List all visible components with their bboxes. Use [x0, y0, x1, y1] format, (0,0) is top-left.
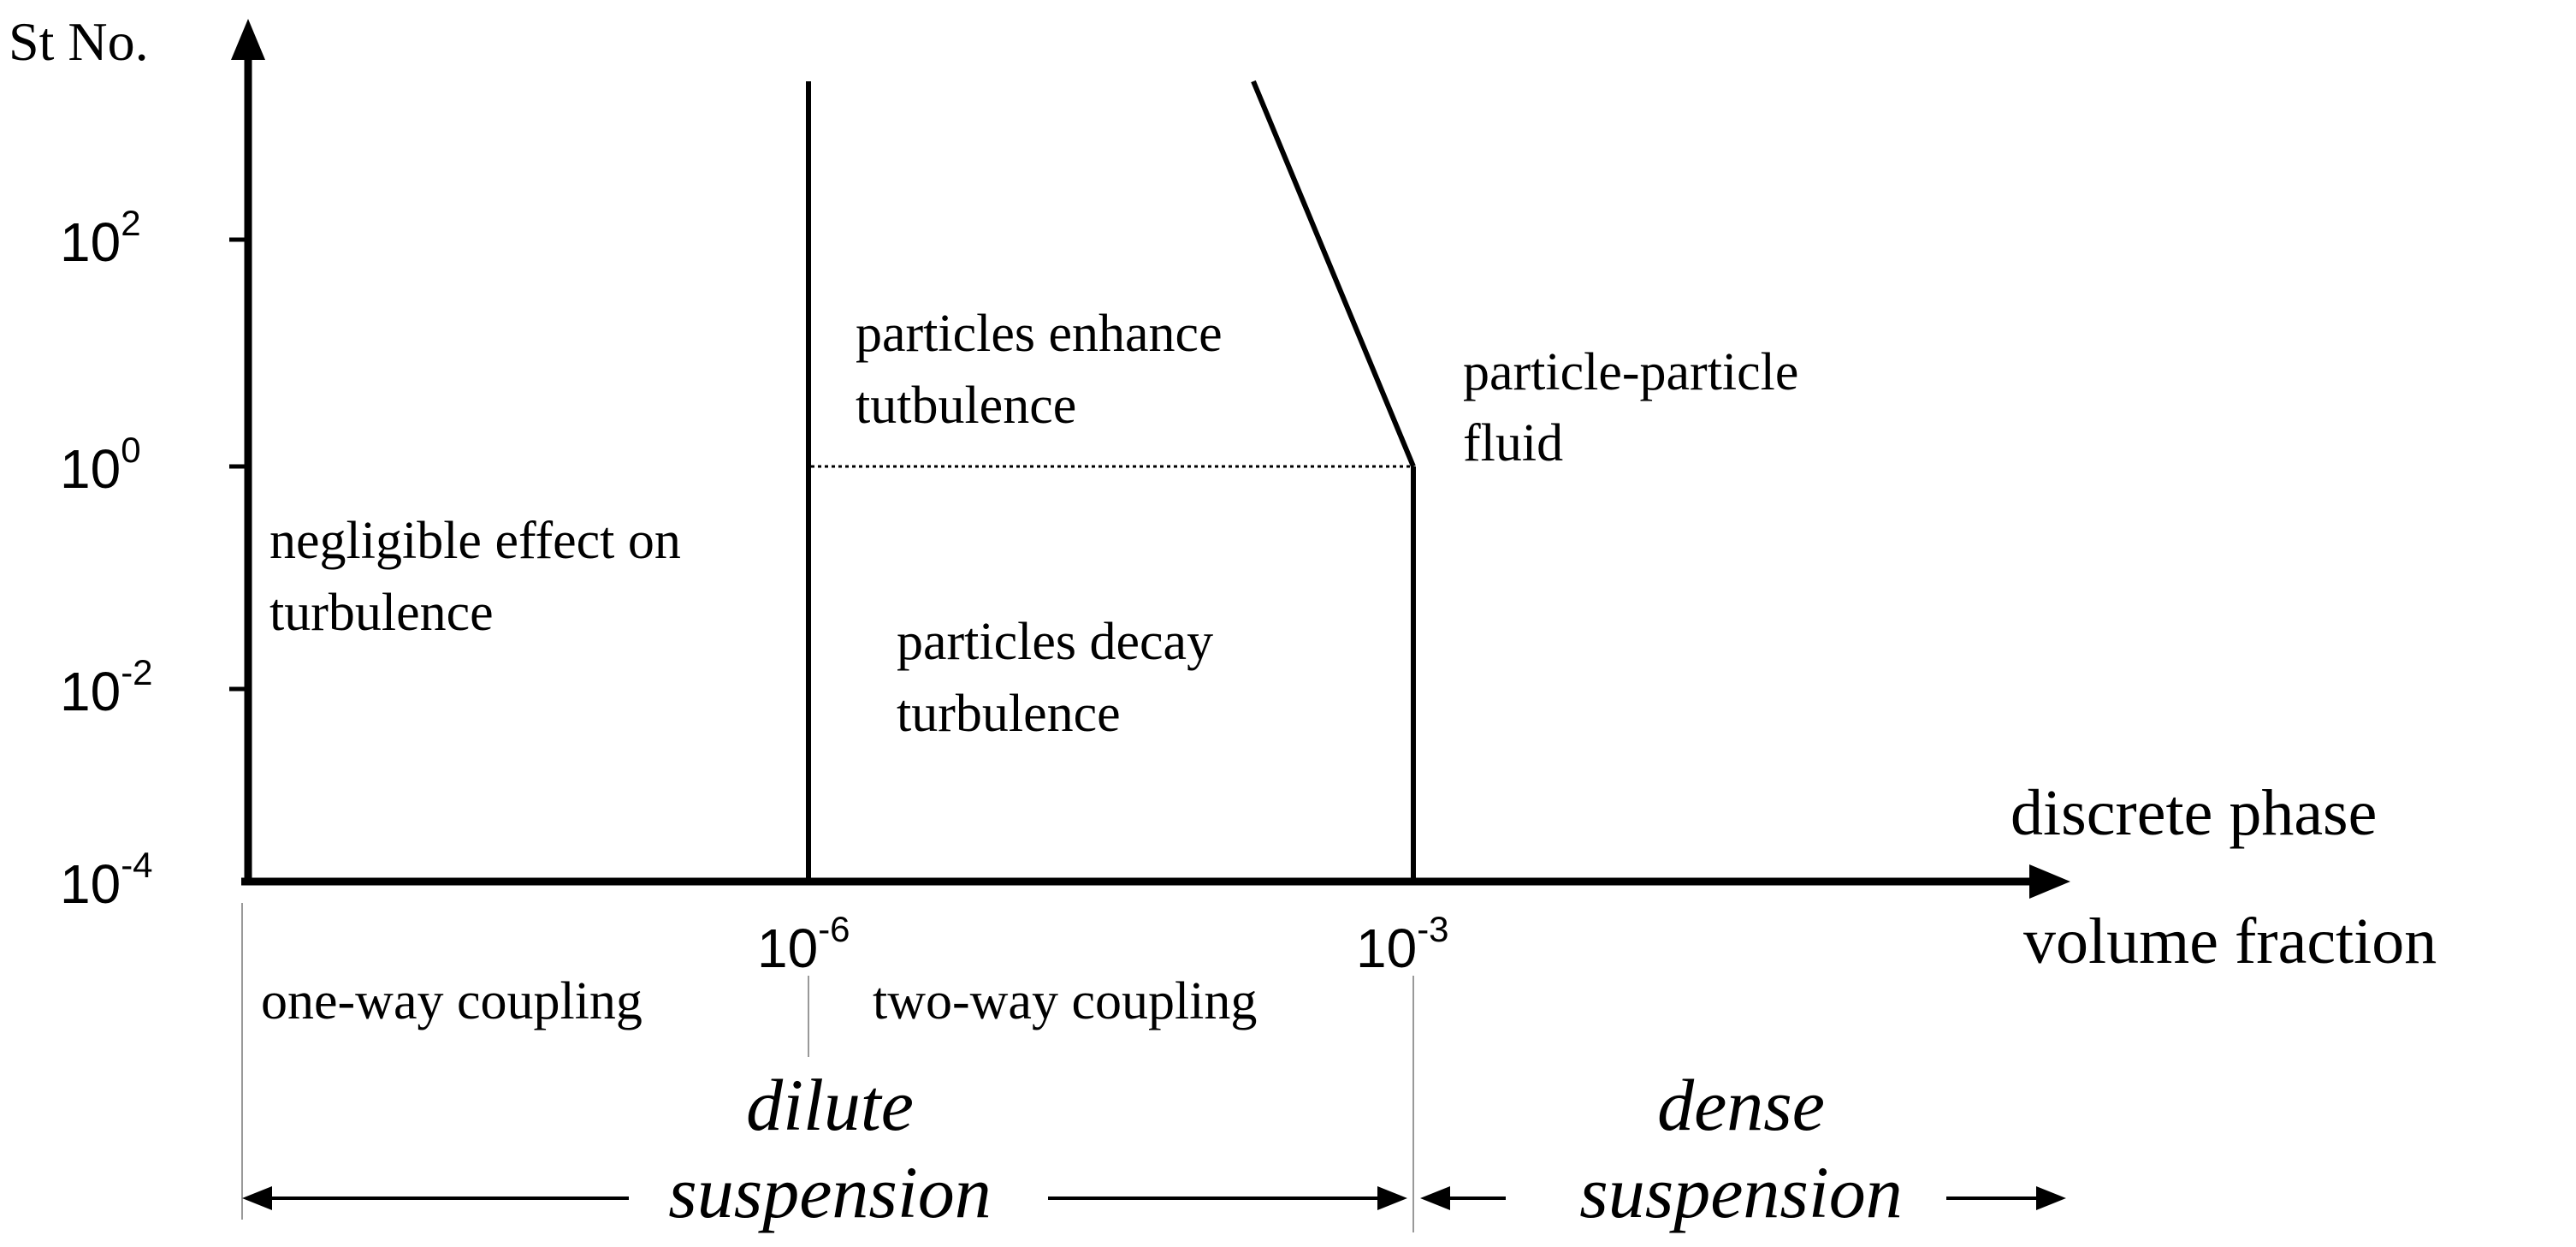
- y-tick-label: 100: [60, 430, 141, 500]
- dilute-arrowhead-left: [242, 1186, 272, 1210]
- svg-text:10-2: 10-2: [60, 652, 153, 722]
- svg-text:102: 102: [60, 203, 141, 273]
- y-tick-label: 10-4: [60, 845, 153, 915]
- svg-text:10-3: 10-3: [1356, 909, 1449, 979]
- svg-text:10-4: 10-4: [60, 845, 153, 915]
- boundary-line-sloped: [1251, 80, 1416, 468]
- dilute-suspension-label-line1: dilute: [746, 1064, 914, 1146]
- dense-arrowhead-left: [1420, 1186, 1450, 1210]
- region-label-particles-enhance: particles enhance tutbulence: [856, 305, 1235, 435]
- x-axis-title-line2: volume fraction: [2023, 906, 2437, 977]
- dilute-suspension-label-line2: suspension: [668, 1151, 991, 1233]
- region-label-negligible-effect: negligible effect on turbulence: [269, 512, 694, 642]
- x-tick-label: 10-6: [757, 909, 850, 979]
- one-way-coupling-label: one-way coupling: [261, 972, 643, 1030]
- region-label-particles-decay: particles decay turbulence: [897, 613, 1227, 743]
- x-axis-arrowhead: [2029, 864, 2070, 899]
- dense-suspension-label-line1: dense: [1657, 1064, 1825, 1146]
- region-label-particle-particle: particle-particle fluid: [1463, 343, 1812, 472]
- y-tick-label: 10-2: [60, 652, 153, 722]
- y-axis-arrowhead: [231, 19, 265, 60]
- y-tick-label: 102: [60, 203, 141, 273]
- svg-text:100: 100: [60, 430, 141, 500]
- svg-text:10-6: 10-6: [757, 909, 850, 979]
- x-axis-title-line1: discrete phase: [2010, 777, 2377, 849]
- dense-suspension-label-line2: suspension: [1579, 1151, 1902, 1233]
- two-way-coupling-label: two-way coupling: [873, 972, 1257, 1030]
- dense-arrowhead-right: [2036, 1186, 2066, 1210]
- dilute-arrowhead-right: [1377, 1186, 1407, 1210]
- x-tick-label: 10-3: [1356, 909, 1449, 979]
- y-axis-title: St No.: [9, 11, 149, 72]
